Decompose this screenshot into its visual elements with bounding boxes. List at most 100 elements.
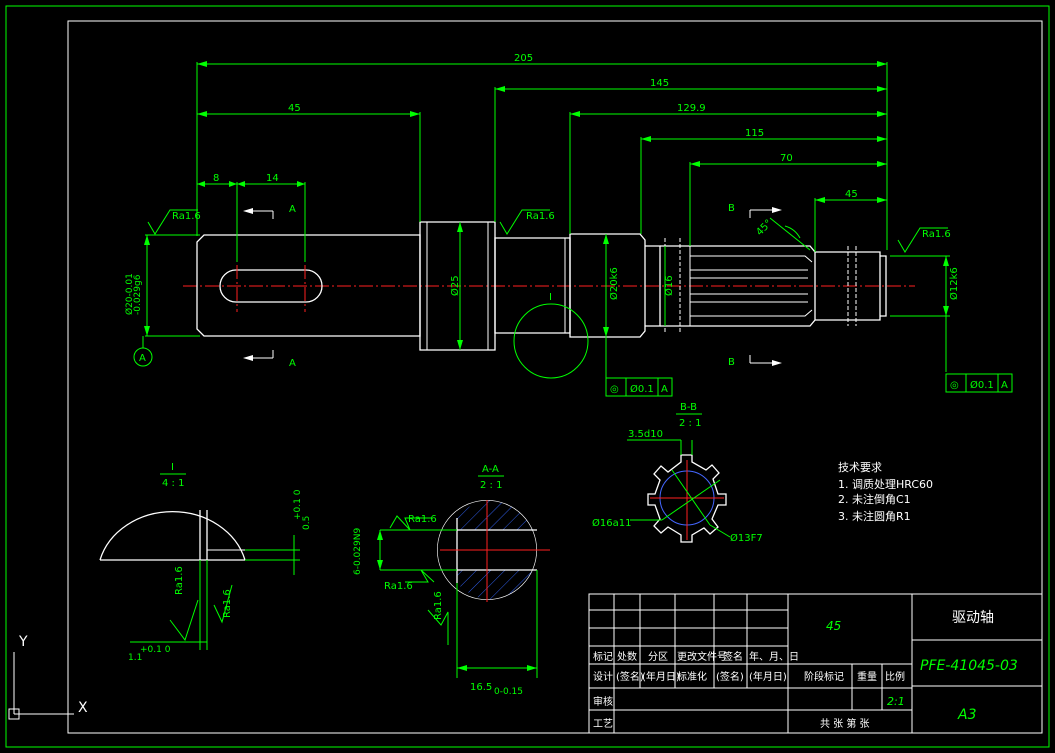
ucs-icon: Y X <box>8 634 88 720</box>
svg-text:Ra1.6: Ra1.6 <box>384 581 413 592</box>
svg-text:Ø16a11: Ø16a11 <box>592 517 631 529</box>
shaft-main-view: I <box>183 221 915 379</box>
svg-text:Ra1.6: Ra1.6 <box>174 566 185 595</box>
svg-text:工艺: 工艺 <box>593 718 613 730</box>
svg-text:Ra1.6: Ra1.6 <box>526 211 555 222</box>
svg-text:14: 14 <box>266 173 279 184</box>
diameter-labels: Ø20-0.01 -0.029g6 Ø25 Ø20k6 Ø16 Ø12k6 <box>124 267 960 315</box>
svg-text:B-B: B-B <box>680 402 697 413</box>
svg-text:45°: 45° <box>754 218 774 238</box>
svg-text:Ra1.6: Ra1.6 <box>433 591 444 620</box>
material-label: 45 <box>826 619 841 633</box>
svg-text:重量: 重量 <box>857 670 877 683</box>
roughness-symbols: Ra1.6 Ra1.6 Ra1.6 <box>147 209 951 253</box>
detail-i-circle <box>513 303 589 379</box>
svg-text:4 : 1: 4 : 1 <box>162 478 184 489</box>
svg-text:A: A <box>661 384 668 395</box>
svg-text:Ø0.1: Ø0.1 <box>630 383 654 395</box>
svg-text:0-0.15: 0-0.15 <box>494 687 523 697</box>
svg-text:Ra1.6: Ra1.6 <box>172 211 201 222</box>
svg-text:6-0.029N9: 6-0.029N9 <box>353 528 363 575</box>
requirements-title: 技术要求 <box>838 461 882 474</box>
section-bb: B-B 2 : 1 3.5d10 Ø16a11 Ø13F7 <box>592 402 763 544</box>
svg-text:B: B <box>728 357 735 368</box>
svg-text:A: A <box>1001 380 1008 391</box>
sheet-size: A3 <box>957 707 976 723</box>
svg-text:-0.029g6: -0.029g6 <box>133 274 143 315</box>
shaft-bearing-seat <box>569 233 646 338</box>
svg-text:共 张 第 张: 共 张 第 张 <box>820 717 870 730</box>
inner-border <box>67 20 1043 734</box>
svg-text:Ø13F7: Ø13F7 <box>730 532 763 544</box>
requirement-2: 2. 未注倒角C1 <box>838 492 911 506</box>
svg-text:Ra1.6: Ra1.6 <box>408 514 437 525</box>
svg-text:Ra1.6: Ra1.6 <box>222 589 233 618</box>
svg-text:A: A <box>289 358 296 369</box>
svg-text:分区: 分区 <box>648 651 668 663</box>
outer-border <box>5 5 1050 748</box>
tech-requirements: 技术要求 1. 调质处理HRC60 2. 未注倒角C1 3. 未注圆角R1 <box>838 461 933 523</box>
svg-text:Ø25: Ø25 <box>449 275 461 296</box>
svg-text:◎: ◎ <box>610 384 619 395</box>
svg-text:A-A: A-A <box>482 464 499 475</box>
svg-text:(签名): (签名) <box>616 670 644 683</box>
svg-text:处数: 处数 <box>617 650 637 663</box>
shaft-collar <box>419 221 496 351</box>
svg-text:45: 45 <box>288 103 301 114</box>
svg-text:设计: 设计 <box>593 670 613 683</box>
svg-text:145: 145 <box>650 78 669 89</box>
svg-text:129.9: 129.9 <box>677 103 706 114</box>
svg-text:2 : 1: 2 : 1 <box>480 480 502 491</box>
svg-text:标记: 标记 <box>593 651 613 663</box>
svg-text:签名: 签名 <box>723 650 743 663</box>
detail-i-label: I <box>549 292 552 303</box>
svg-text:Ø0.1: Ø0.1 <box>970 379 994 391</box>
svg-text:205: 205 <box>514 53 533 64</box>
requirement-1: 1. 调质处理HRC60 <box>838 478 933 491</box>
detail-i-view: I 4 : 1 0.5 +0.1 0 1.1 +0.1 0 Ra1.6 Ra1.… <box>99 462 312 663</box>
svg-text:标准化: 标准化 <box>677 670 707 683</box>
svg-text:X: X <box>78 700 88 716</box>
title-block: 45 驱动轴 PFE-41045-03 A3 2:1 标记 处数 分区 更改文件… <box>588 593 1043 734</box>
svg-text:年、月、日: 年、月、日 <box>749 650 799 663</box>
svg-text:Ra1.6: Ra1.6 <box>922 229 951 240</box>
svg-text:Y: Y <box>18 634 28 650</box>
svg-text:45: 45 <box>845 189 858 200</box>
scale-value: 2:1 <box>887 695 905 708</box>
tolerance-frame-right: ◎ Ø0.1 A <box>945 373 1013 393</box>
svg-text:(年月日): (年月日) <box>749 670 787 683</box>
svg-text:比例: 比例 <box>885 670 905 683</box>
shaft-spline <box>660 245 816 327</box>
requirement-3: 3. 未注圆角R1 <box>838 509 911 523</box>
drawing-number: PFE-41045-03 <box>920 658 1018 674</box>
svg-text:Ø12k6: Ø12k6 <box>948 267 960 300</box>
svg-text:审核: 审核 <box>593 695 613 708</box>
svg-text:115: 115 <box>745 128 764 139</box>
dimension-lines: 205 145 129.9 115 70 45 45 8 14 <box>144 53 950 378</box>
section-aa: A-A 2 : 1 6-0.029N9 Ra1.6 Ra1.6 Ra1.6 <box>353 464 550 697</box>
shaft-groove <box>645 245 661 327</box>
keyway <box>219 269 323 303</box>
svg-text:0.5: 0.5 <box>302 516 312 530</box>
svg-text:Ø16: Ø16 <box>663 275 675 296</box>
svg-text:A: A <box>289 204 296 215</box>
svg-text:Ø20-0.01: Ø20-0.01 <box>124 273 135 315</box>
svg-text:1.1: 1.1 <box>128 653 142 663</box>
spline-profile <box>647 454 727 543</box>
svg-text:3.5d10: 3.5d10 <box>628 429 663 440</box>
part-name: 驱动轴 <box>952 610 994 626</box>
svg-text:Ø20k6: Ø20k6 <box>608 267 620 300</box>
svg-text:16.5: 16.5 <box>470 682 492 693</box>
svg-text:I: I <box>171 462 174 473</box>
svg-text:2 : 1: 2 : 1 <box>679 418 701 429</box>
svg-text:A: A <box>139 353 146 364</box>
svg-text:(年月日): (年月日) <box>642 670 680 683</box>
svg-text:8: 8 <box>213 173 219 184</box>
svg-text:(签名): (签名) <box>716 670 744 683</box>
svg-text:◎: ◎ <box>950 380 959 391</box>
svg-text:阶段标记: 阶段标记 <box>804 670 844 683</box>
svg-text:B: B <box>728 203 735 214</box>
svg-text:+0.1 0: +0.1 0 <box>140 645 171 655</box>
svg-text:更改文件号: 更改文件号 <box>677 650 727 663</box>
